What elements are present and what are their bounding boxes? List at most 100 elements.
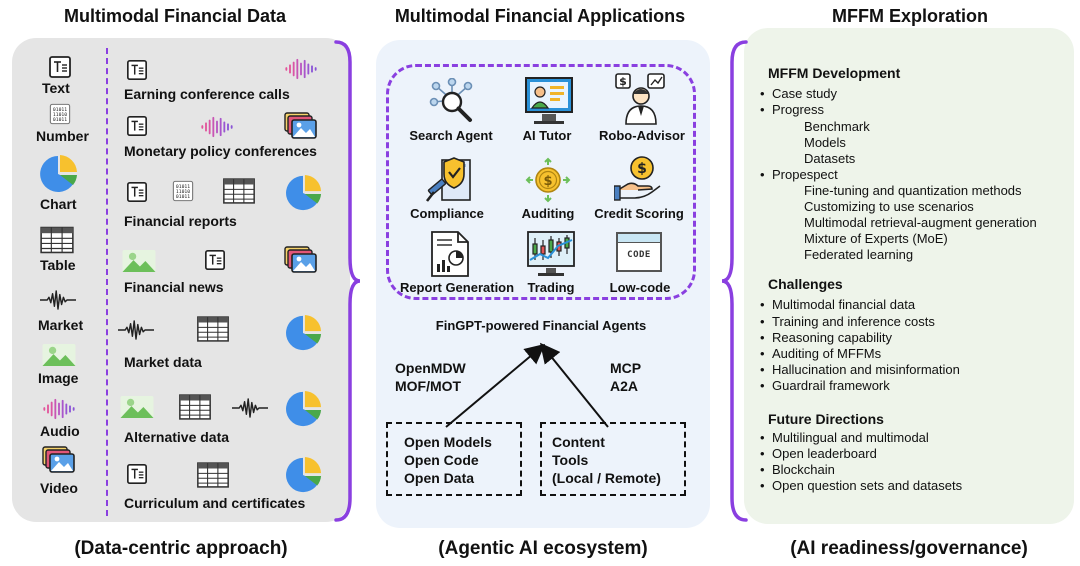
chart-pie-icon: [38, 154, 78, 194]
video-icon: [284, 112, 318, 140]
future-item: Open question sets and datasets: [760, 478, 962, 493]
left-subtitle: (Data-centric approach): [74, 538, 288, 559]
market-wave-icon: [118, 318, 154, 342]
table-icon: [196, 462, 230, 488]
open-resources-box: Open Models Open Code Open Data: [386, 422, 522, 496]
prospect-moe: Mixture of Experts (MoE): [804, 231, 948, 246]
source-financial-reports: Financial reports: [124, 213, 237, 229]
source-earning-calls: Earning conference calls: [124, 86, 290, 102]
future-item: Blockchain: [760, 462, 835, 477]
app-report-generation: Report Generation: [399, 280, 515, 295]
challenge-item: Auditing of MFFMs: [760, 346, 881, 361]
protocol-mof-mot: MOF/MOT: [395, 378, 462, 394]
search-agent-icon: [429, 78, 473, 122]
image-icon: [42, 344, 76, 366]
challenge-item: Multimodal financial data: [760, 297, 915, 312]
source-curriculum: Curriculum and certificates: [124, 495, 306, 511]
text-icon: [48, 54, 72, 80]
text-icon: [126, 462, 148, 486]
modality-market: Market: [38, 317, 84, 333]
code-icon-text: CODE: [627, 250, 651, 260]
modality-chart: Chart: [40, 196, 77, 212]
dev-progress: Progress: [760, 102, 824, 117]
source-alternative-data: Alternative data: [124, 429, 230, 445]
audio-icon: [42, 398, 76, 420]
svg-text:$: $: [637, 161, 647, 177]
text-icon: [126, 114, 148, 138]
svg-text:$: $: [619, 75, 627, 88]
development-title: MFFM Development: [768, 65, 901, 81]
challenges-title: Challenges: [768, 276, 843, 292]
future-item: Multilingual and multimodal: [760, 430, 929, 445]
local-remote-item: (Local / Remote): [552, 470, 661, 486]
video-icon: [284, 246, 318, 274]
table-icon: [196, 316, 230, 342]
protocol-a2a: A2A: [610, 378, 639, 394]
market-wave-icon: [232, 396, 268, 420]
app-ai-tutor: AI Tutor: [522, 128, 572, 143]
robo-advisor-icon: $: [615, 73, 665, 125]
app-robo-advisor: Robo-Advisor: [599, 128, 685, 143]
middle-subtitle: (Agentic AI ecosystem): [438, 538, 648, 559]
applications-dashed-box: [386, 64, 696, 300]
protocol-mcp: MCP: [610, 360, 642, 376]
chart-pie-icon: [284, 390, 322, 428]
app-trading: Trading: [527, 280, 575, 295]
modality-video: Video: [40, 480, 78, 496]
tools-item: Tools: [552, 452, 589, 468]
future-title: Future Directions: [768, 411, 884, 427]
trading-chart-icon: [527, 231, 575, 276]
app-compliance: Compliance: [410, 206, 484, 221]
number-icon: [49, 103, 71, 125]
chart-pie-icon: [284, 314, 322, 352]
audio-icon: [200, 116, 234, 138]
open-models: Open Models: [404, 434, 492, 450]
future-item: Open leaderboard: [760, 446, 877, 461]
open-data: Open Data: [404, 470, 475, 486]
chart-pie-icon: [284, 456, 322, 494]
challenge-item: Training and inference costs: [760, 314, 935, 329]
table-icon: [40, 226, 74, 254]
challenge-item: Hallucination and misinformation: [760, 362, 960, 377]
image-icon: [120, 396, 154, 418]
text-icon: [126, 180, 148, 204]
modality-audio: Audio: [40, 423, 80, 439]
prospect-customizing: Customizing to use scenarios: [804, 199, 974, 214]
source-financial-news: Financial news: [124, 279, 224, 295]
app-low-code: Low-code: [609, 280, 671, 295]
challenge-item: Reasoning capability: [760, 330, 892, 345]
right-subtitle: (AI readiness/governance): [790, 538, 1028, 559]
prospect-rag: Multimodal retrieval-augment generation: [804, 215, 1037, 230]
arrows-to-agents: [445, 342, 609, 428]
text-icon: [204, 248, 226, 272]
report-generation-icon: [431, 231, 469, 277]
challenge-item: Guardrail framework: [760, 378, 890, 393]
content-tools-box: Content Tools (Local / Remote): [540, 422, 686, 496]
video-icon: [42, 446, 76, 474]
chart-pie-icon: [284, 174, 322, 212]
modality-number: Number: [36, 128, 89, 144]
progress-datasets: Datasets: [804, 151, 856, 166]
modality-text: Text: [42, 80, 70, 96]
modality-divider: [106, 48, 108, 516]
text-icon: [126, 58, 148, 82]
protocol-openmdw: OpenMDW: [395, 360, 466, 376]
agents-label: FinGPT-powered Financial Agents: [435, 318, 647, 333]
compliance-icon: [425, 157, 471, 202]
content-item: Content: [552, 434, 605, 450]
right-brace: [721, 40, 748, 522]
svg-text:$: $: [543, 174, 552, 189]
number-icon: [172, 180, 194, 202]
progress-benchmark: Benchmark: [804, 119, 870, 134]
market-wave-icon: [40, 288, 76, 312]
left-brace: [334, 40, 361, 522]
left-column-title: Multimodal Financial Data: [63, 6, 287, 26]
open-code: Open Code: [404, 452, 479, 468]
modality-image: Image: [38, 370, 79, 386]
dev-prospect: Propespect: [760, 167, 838, 182]
dev-case-study: Case study: [760, 86, 837, 101]
audio-icon: [284, 58, 318, 80]
ai-tutor-icon: [525, 77, 573, 124]
source-market-data: Market data: [124, 354, 202, 370]
table-icon: [222, 178, 256, 204]
